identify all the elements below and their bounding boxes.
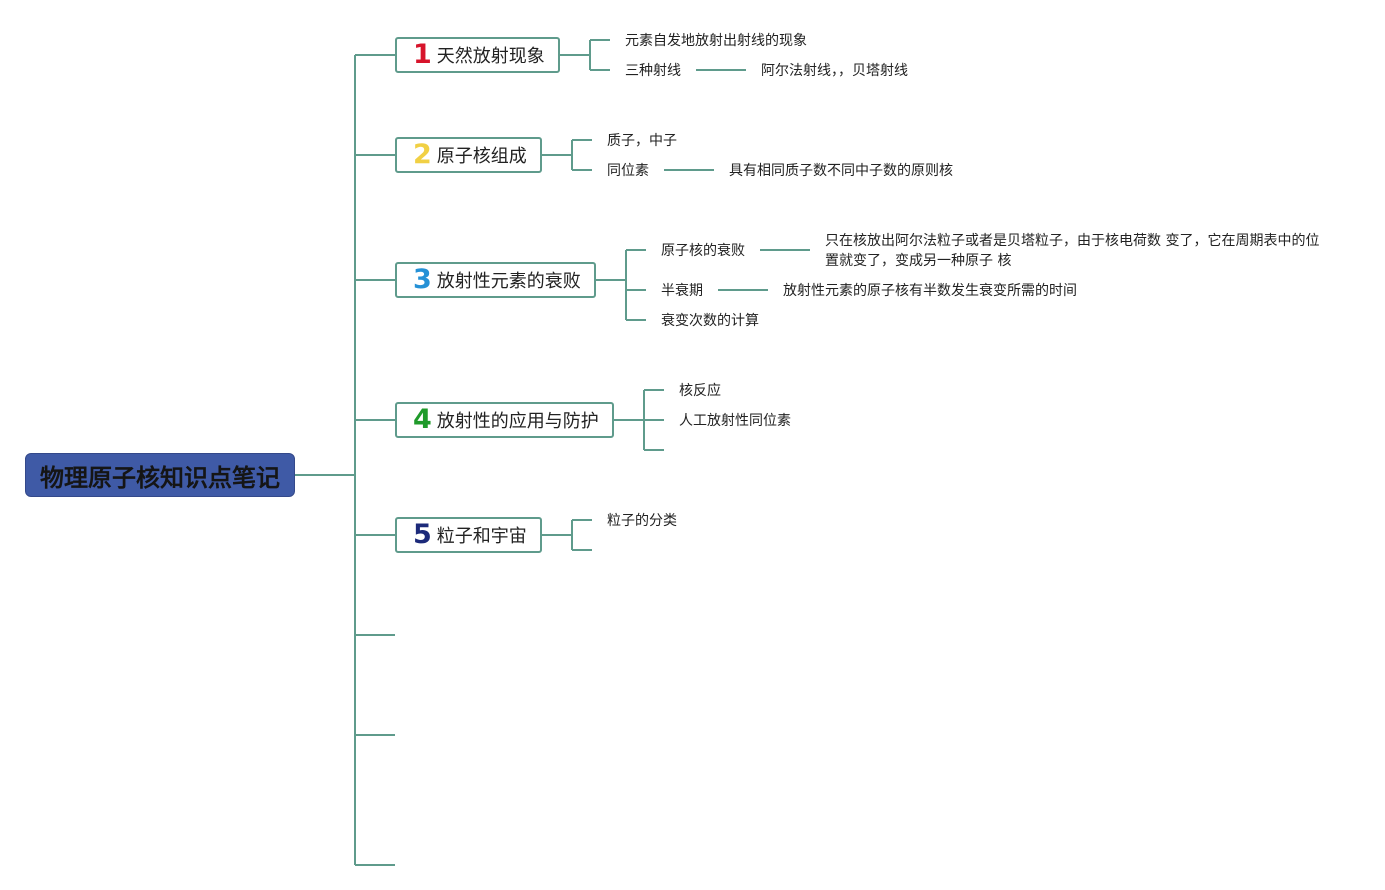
subtopic[interactable]: 人工放射性同位素 <box>679 413 791 429</box>
topic-applications-protection[interactable]: 4 放射性的应用与防护 <box>395 402 614 438</box>
subtopic[interactable]: 三种射线 <box>625 63 681 79</box>
topic-number: 1 <box>413 39 432 70</box>
subtopic-detail[interactable]: 具有相同质子数不同中子数的原则核 <box>729 163 953 179</box>
topic-label: 放射性元素的衰败 <box>436 271 581 292</box>
topic-number: 3 <box>413 264 432 295</box>
topic-particles-universe[interactable]: 5 粒子和宇宙 <box>395 517 542 553</box>
subtopic-detail[interactable]: 放射性元素的原子核有半数发生衰变所需的时间 <box>783 283 1077 299</box>
topic-number: 5 <box>413 519 432 550</box>
root-title: 物理原子核知识点笔记 <box>40 463 280 492</box>
topic-label: 粒子和宇宙 <box>436 526 527 547</box>
topic-nucleus-composition[interactable]: 2 原子核组成 <box>395 137 542 173</box>
subtopic[interactable]: 质子，中子 <box>607 133 677 149</box>
subtopic[interactable]: 衰变次数的计算 <box>661 313 759 329</box>
subtopic[interactable]: 半衰期 <box>661 283 703 299</box>
topic-radioactive-decay[interactable]: 3 放射性元素的衰败 <box>395 262 596 298</box>
topic-label: 天然放射现象 <box>436 46 545 67</box>
subtopic-detail[interactable]: 只在核放出阿尔法粒子或者是贝塔粒子，由于核电荷数 变了，它在周期表中的位置就变了… <box>825 233 1320 269</box>
subtopic[interactable]: 元素自发地放射出射线的现象 <box>625 33 807 49</box>
subtopic[interactable]: 同位素 <box>607 163 649 179</box>
subtopic-detail[interactable]: 阿尔法射线，，贝塔射线 <box>761 63 908 79</box>
subtopic[interactable]: 原子核的衰败 <box>661 243 745 259</box>
topic-natural-radioactivity[interactable]: 1 天然放射现象 <box>395 37 560 73</box>
topic-number: 4 <box>413 404 432 435</box>
subtopic[interactable]: 粒子的分类 <box>607 513 677 529</box>
topic-number: 2 <box>413 139 432 170</box>
subtopic[interactable]: 核反应 <box>679 383 721 399</box>
topic-label: 放射性的应用与防护 <box>436 411 599 432</box>
topic-label: 原子核组成 <box>436 146 527 167</box>
root-topic[interactable]: 物理原子核知识点笔记 <box>25 453 295 497</box>
